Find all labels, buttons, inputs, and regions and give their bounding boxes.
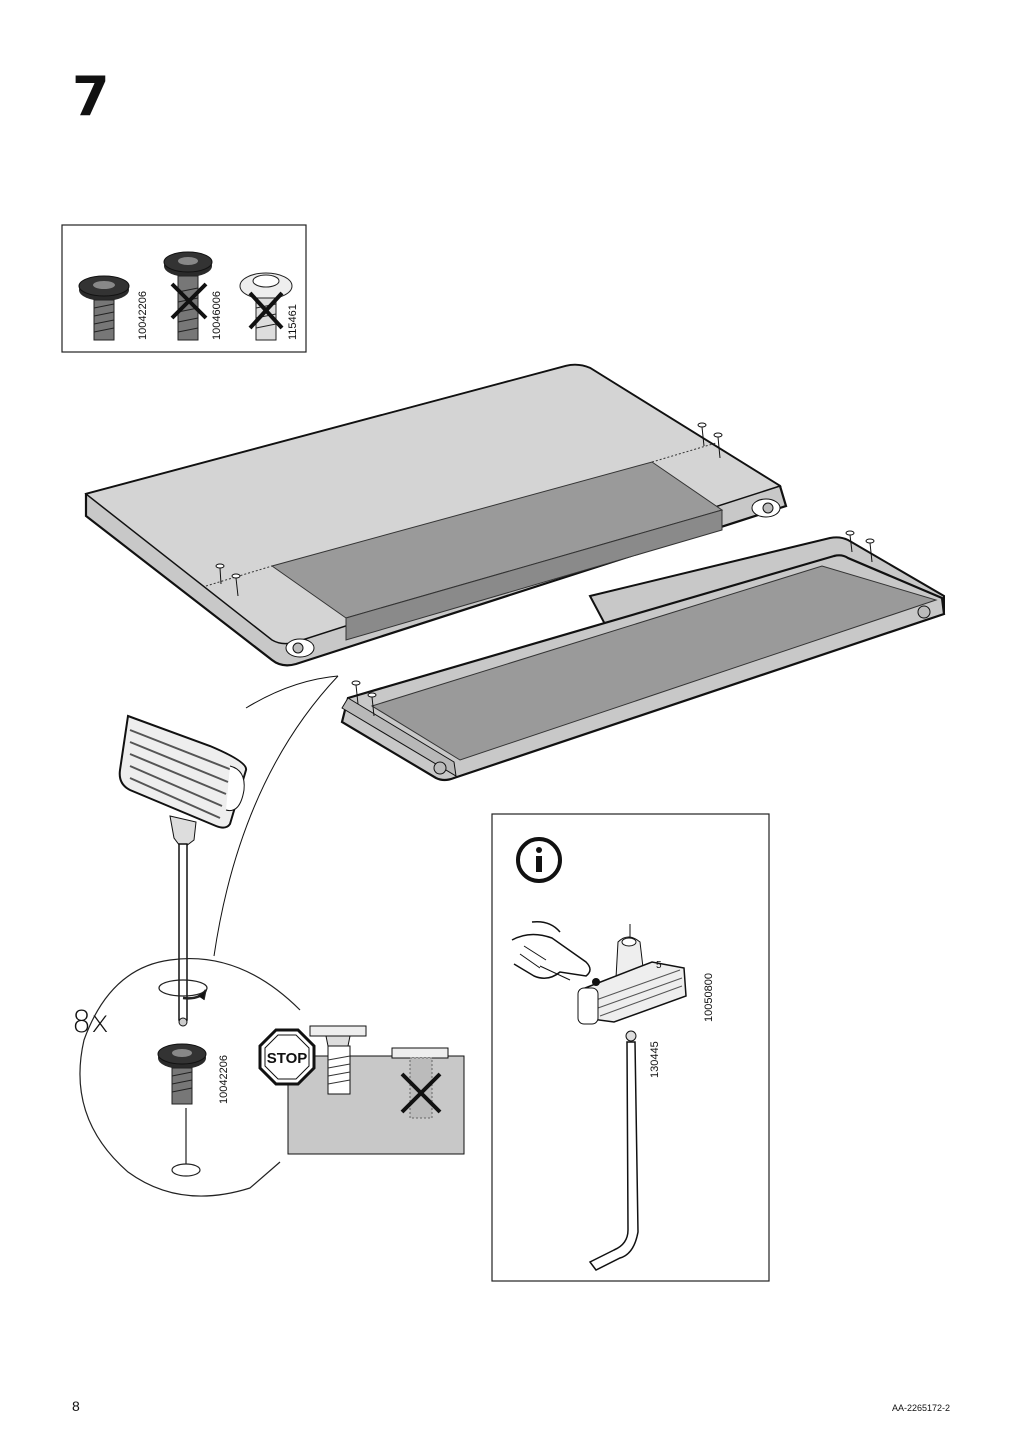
cross-icon: [248, 291, 284, 330]
quantity-label: 8x: [72, 1005, 109, 1040]
detail-circle: [79, 957, 301, 1197]
page-number: 8: [72, 1398, 80, 1414]
svg-text:5: 5: [656, 960, 662, 971]
callout-lines: [213, 675, 339, 957]
screw-code-3: 115461: [287, 304, 299, 340]
side-panel: [340, 554, 946, 782]
detail-screw-code: 10042206: [218, 1055, 230, 1104]
seat-cushion: [84, 363, 788, 667]
step-number: 7: [72, 65, 110, 128]
hand-icon: [511, 920, 591, 981]
screw-icon: [163, 251, 213, 341]
info-box: 5 10050800 130445: [491, 813, 770, 1282]
tool-icon: 5: [577, 924, 687, 1025]
cross-icon: [170, 282, 208, 320]
stop-label: STOP: [267, 1050, 308, 1067]
screw-code-2: 10046006: [211, 291, 223, 340]
stop-sign-icon: STOP: [258, 1028, 316, 1086]
screw-icon: [78, 275, 130, 341]
hex-key-tool: [118, 714, 248, 1027]
screw-code-1: 10042206: [137, 291, 149, 340]
key-code: 130445: [649, 1041, 661, 1078]
info-icon: [516, 837, 562, 883]
document-code: AA-2265172-2: [891, 1403, 950, 1413]
screw-icon: [157, 1043, 207, 1105]
hex-key-icon: [588, 1030, 639, 1271]
cross-icon: [400, 1072, 442, 1114]
screw-selection-panel: 10042206 10046006: [61, 224, 307, 353]
tool-code: 10050800: [703, 973, 715, 1022]
depth-warning: STOP: [258, 1025, 465, 1155]
